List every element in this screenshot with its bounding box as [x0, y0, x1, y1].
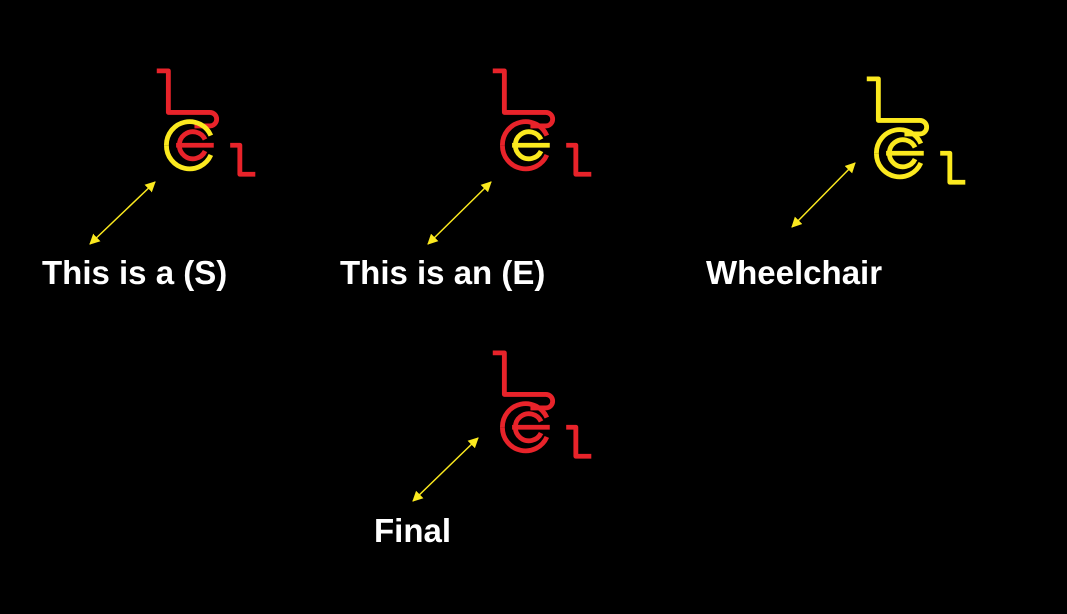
label-wheelchair: Wheelchair: [706, 254, 883, 291]
wheelchair-icon-yellow: [866, 76, 966, 185]
double-arrow-final: [412, 437, 479, 502]
double-arrow-wheelchair: [791, 162, 856, 228]
label-s: This is a (S): [42, 254, 228, 291]
double-arrow-e: [427, 181, 492, 245]
label-final: Final: [374, 512, 452, 549]
wheelchair-icon-final: [492, 350, 592, 459]
label-e: This is an (E): [340, 254, 546, 291]
wheelchair-icon-s: [156, 68, 256, 177]
wheelchair-icon-e: [492, 68, 592, 177]
double-arrow-s: [89, 181, 156, 245]
